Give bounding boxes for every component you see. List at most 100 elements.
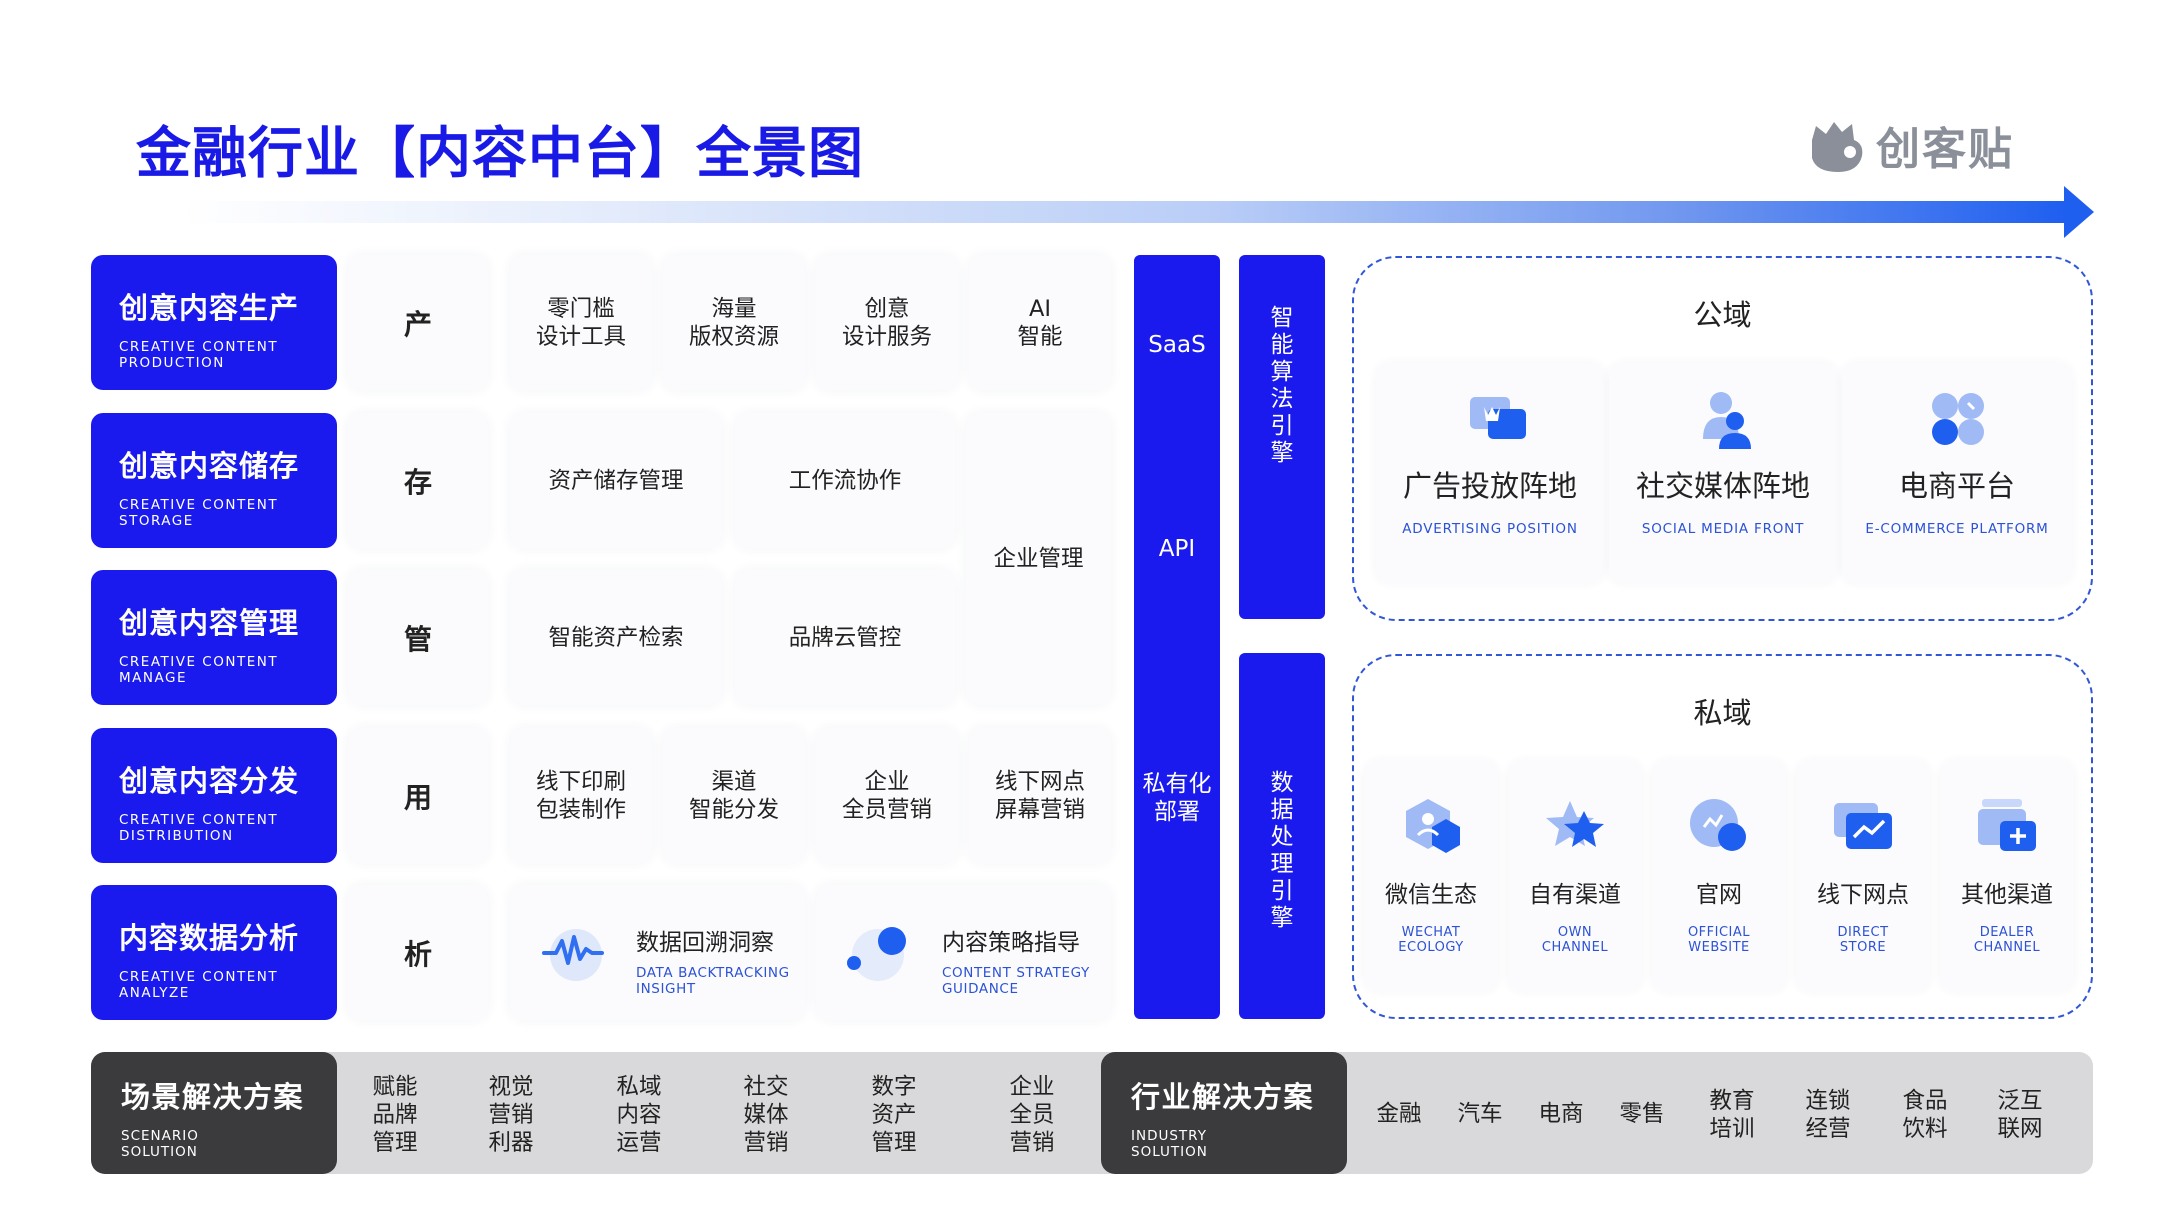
logo-text: 创客贴 xyxy=(1876,124,2014,175)
category-distribution: 创意内容分发 CREATIVE CONTENT DISTRIBUTION xyxy=(91,728,337,863)
industry-item: 电商 xyxy=(1538,1101,1584,1127)
industry-item: 零售 xyxy=(1619,1101,1665,1127)
plus-card-icon xyxy=(1976,797,2040,857)
public-item-name: 广告投放阵地 xyxy=(1402,469,1577,503)
feature-card: 零门槛 设计工具 xyxy=(510,255,652,390)
feature-card: 智能资产检索 xyxy=(510,570,722,705)
feature-card: 渠道 智能分发 xyxy=(663,728,805,863)
private-domain-panel: 私域 微信生态 WECHAT ECOLOGY 自有渠道 OWN CHANNEL xyxy=(1352,654,2093,1019)
category-title: 创意内容分发 xyxy=(119,764,300,798)
trend-screen-icon xyxy=(1832,797,1896,857)
feature-card: 资产储存管理 xyxy=(510,413,722,548)
private-item-name: 其他渠道 xyxy=(1961,882,2053,908)
chart-circle-icon xyxy=(1688,797,1750,857)
industry-item: 连锁 经营 xyxy=(1805,1088,1851,1142)
clover-icon xyxy=(1928,389,1988,449)
private-item-en: OFFICIAL WEBSITE xyxy=(1687,925,1751,955)
private-item-name: 官网 xyxy=(1696,882,1742,908)
engine-label: 数 据 处 理 引 擎 xyxy=(1270,770,1294,931)
feature-card-enterprise: 企业管理 xyxy=(966,413,1111,705)
deploy-private: 私有化 部署 xyxy=(1142,771,1212,825)
feature-label: 企业管理 xyxy=(993,546,1084,572)
private-item-name: 自有渠道 xyxy=(1529,882,1621,908)
scenario-title: 场景解决方案 xyxy=(121,1080,305,1114)
analysis-title: 内容策略指导 xyxy=(942,930,1080,956)
feature-card: 品牌云管控 xyxy=(735,570,955,705)
private-item: 官网 OFFICIAL WEBSITE xyxy=(1652,761,1786,991)
public-domain-panel: 公域 广告投放阵地 ADVERTISING POSITION 社交媒体阵地 SO… xyxy=(1352,256,2093,621)
scenario-item: 数字 资产 管理 xyxy=(871,1074,917,1156)
feature-label: 品牌云管控 xyxy=(788,624,902,651)
analysis-card: 内容策略指导 CONTENT STRATEGY GUIDANCE xyxy=(816,885,1111,1020)
public-item-en: SOCIAL MEDIA FRONT xyxy=(1641,521,1805,537)
panel-title: 私域 xyxy=(1693,696,1752,730)
private-item-en: DEALER CHANNEL xyxy=(1973,925,2041,955)
industry-item: 汽车 xyxy=(1457,1101,1503,1127)
stage-produce: 产 xyxy=(348,255,488,390)
category-subtitle: CREATIVE CONTENT DISTRIBUTION xyxy=(119,812,279,844)
public-item: 广告投放阵地 ADVERTISING POSITION xyxy=(1376,363,1604,583)
data-engine-column: 数 据 处 理 引 擎 xyxy=(1239,653,1325,1019)
analysis-title: 数据回溯洞察 xyxy=(636,930,774,956)
users-icon xyxy=(1695,389,1759,449)
analysis-subtitle: CONTENT STRATEGY GUIDANCE xyxy=(942,965,1090,997)
category-title: 内容数据分析 xyxy=(119,921,300,955)
private-item: 线下网点 DIRECT STORE xyxy=(1796,761,1930,991)
analysis-card: 数据回溯洞察 DATA BACKTRACKING INSIGHT xyxy=(510,885,805,1020)
industry-item: 食品 饮料 xyxy=(1902,1088,1948,1142)
stage-label: 管 xyxy=(403,622,432,656)
category-title: 创意内容管理 xyxy=(119,606,300,640)
stage-analyze: 析 xyxy=(348,885,488,1020)
scenario-item: 赋能 品牌 管理 xyxy=(372,1074,418,1156)
engine-label: 智 能 算 法 引 擎 xyxy=(1270,305,1294,466)
stage-use: 用 xyxy=(348,728,488,863)
feature-label: AI 智能 xyxy=(1017,295,1063,350)
category-subtitle: CREATIVE CONTENT ANALYZE xyxy=(119,969,279,1001)
private-item-en: DIRECT STORE xyxy=(1837,925,1889,955)
waveform-icon xyxy=(540,919,606,985)
feature-card: 线下印刷 包装制作 xyxy=(510,728,652,863)
public-item-name: 电商平台 xyxy=(1898,469,2015,503)
brand-logo: 创客贴 xyxy=(1806,112,2042,178)
algorithm-engine-column: 智 能 算 法 引 擎 xyxy=(1239,255,1325,619)
analysis-subtitle: DATA BACKTRACKING INSIGHT xyxy=(636,965,790,997)
category-production: 创意内容生产 CREATIVE CONTENT PRODUCTION xyxy=(91,255,337,390)
stage-label: 存 xyxy=(403,465,432,499)
private-item-en: OWN CHANNEL xyxy=(1541,925,1609,955)
feature-card: AI 智能 xyxy=(969,255,1111,390)
feature-label: 企业 全员营销 xyxy=(841,768,932,823)
industry-subtitle: INDUSTRY SOLUTION xyxy=(1131,1128,1208,1160)
scenario-subtitle: SCENARIO SOLUTION xyxy=(121,1128,199,1160)
star-icon xyxy=(1544,797,1608,857)
industry-solution-label: 行业解决方案 INDUSTRY SOLUTION xyxy=(1101,1052,1347,1174)
scenario-item: 企业 全员 营销 xyxy=(1009,1074,1055,1156)
ad-monitor-icon xyxy=(1468,393,1528,449)
industry-item: 金融 xyxy=(1376,1101,1422,1127)
deploy-api: API xyxy=(1158,536,1196,562)
industry-title: 行业解决方案 xyxy=(1131,1080,1315,1114)
feature-label: 资产储存管理 xyxy=(548,467,684,494)
feature-label: 智能资产检索 xyxy=(548,624,684,651)
category-storage: 创意内容储存 CREATIVE CONTENT STORAGE xyxy=(91,413,337,548)
deployment-column: SaaS API 私有化 部署 xyxy=(1134,255,1220,1019)
feature-label: 工作流协作 xyxy=(788,467,902,494)
scenario-item: 私域 内容 运营 xyxy=(616,1074,662,1156)
scenario-solution-label: 场景解决方案 SCENARIO SOLUTION xyxy=(91,1052,337,1174)
scenario-item: 社交 媒体 营销 xyxy=(743,1074,789,1156)
feature-label: 创意 设计服务 xyxy=(841,295,932,350)
arrow-head xyxy=(2064,186,2094,238)
public-item: 电商平台 E-COMMERCE PLATFORM xyxy=(1842,363,2072,583)
logo-icon xyxy=(1806,114,1868,176)
feature-label: 线下网点 屏幕营销 xyxy=(994,768,1085,823)
feature-label: 零门槛 设计工具 xyxy=(535,295,626,350)
category-subtitle: CREATIVE CONTENT MANAGE xyxy=(119,654,279,686)
deploy-saas: SaaS xyxy=(1148,332,1206,358)
category-subtitle: CREATIVE CONTENT PRODUCTION xyxy=(119,339,279,371)
category-title: 创意内容生产 xyxy=(119,291,300,325)
public-item-en: E-COMMERCE PLATFORM xyxy=(1865,521,2049,537)
feature-card: 线下网点 屏幕营销 xyxy=(969,728,1111,863)
private-item: 其他渠道 DEALER CHANNEL xyxy=(1940,761,2074,991)
category-manage: 创意内容管理 CREATIVE CONTENT MANAGE xyxy=(91,570,337,705)
stage-label: 析 xyxy=(403,937,432,971)
stage-store: 存 xyxy=(348,413,488,548)
